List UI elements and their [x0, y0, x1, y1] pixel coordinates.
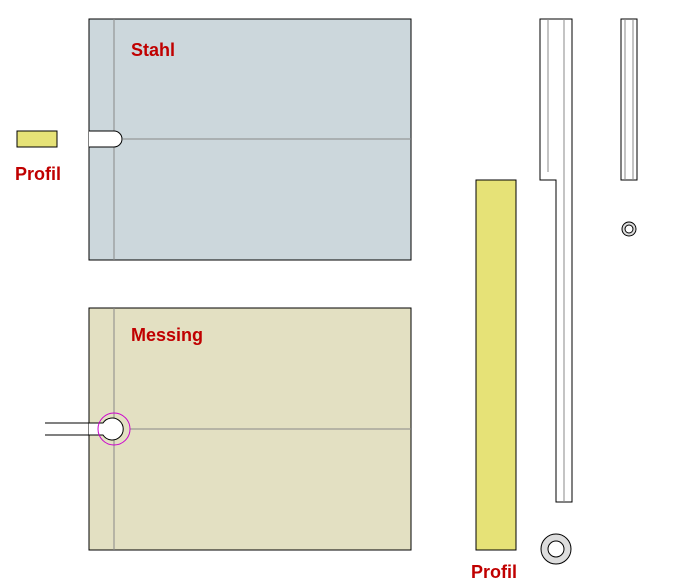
messing-label: Messing	[131, 325, 203, 345]
small-pin-group	[620, 18, 638, 237]
steel-slot-outline	[89, 130, 123, 148]
shaft-end-inner	[547, 540, 565, 558]
small-pin	[620, 18, 638, 181]
profile-tall	[475, 179, 517, 551]
profile-small-group: Profil	[15, 130, 61, 184]
steel-slot	[89, 131, 122, 147]
stepped-shaft-group	[539, 18, 573, 565]
profile-tall-group: Profil	[471, 179, 517, 582]
small-pin-end-inner	[624, 224, 634, 234]
profil-left-label: Profil	[15, 164, 61, 184]
brass-slot-highlight-circle	[97, 412, 131, 446]
stepped-shaft-outline	[539, 18, 573, 503]
brass-plate-group: Messing	[45, 307, 412, 551]
stahl-label: Stahl	[131, 40, 175, 60]
steel-plate-group: Stahl	[88, 18, 412, 261]
profile-small	[16, 130, 58, 148]
profil-bottom-label: Profil	[471, 562, 517, 582]
brass-slot-outline	[89, 417, 124, 441]
